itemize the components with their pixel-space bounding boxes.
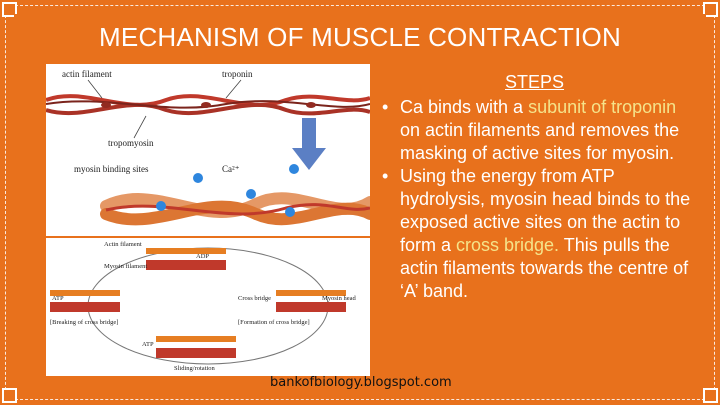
label-actin: actin filament <box>62 69 112 79</box>
calcium-ion-icon <box>246 189 256 199</box>
step2-text-end: This pulls the actin filaments towards t… <box>400 235 689 301</box>
actin-diagram-svg: actin filament troponin tropomyosin myos… <box>45 69 376 226</box>
label-actin-filament: Actin filament <box>104 241 142 248</box>
step-item: • Ca binds with a subunit of troponin on… <box>380 96 700 165</box>
cross-bridge-cycle-diagram: Actin filament Myosin filament ADP ATP [… <box>46 238 370 376</box>
label-adp: ADP <box>196 253 209 260</box>
corner-decoration <box>703 2 718 17</box>
actin-filament-lower <box>100 192 376 226</box>
slide-title: MECHANISM OF MUSCLE CONTRACTION <box>99 21 621 52</box>
label-sliding: Sliding/rotation <box>174 365 216 372</box>
step1-text-end: on actin filaments and removes the maski… <box>400 120 680 163</box>
label-myosin-filament: Myosin filament <box>104 263 147 270</box>
label-troponin: troponin <box>222 69 253 79</box>
calcium-ion-icons <box>156 164 299 217</box>
label-atp-bottom: ATP <box>142 341 154 348</box>
label-myosin-binding-sites: myosin binding sites <box>74 164 149 174</box>
step2-highlight: cross bridge. <box>456 235 560 255</box>
bullet-icon: • <box>382 97 389 117</box>
source-credit: bankofbiology.blogspot.com <box>270 375 452 390</box>
state-left <box>50 290 120 312</box>
corner-decoration <box>2 388 17 403</box>
state-top <box>146 248 226 270</box>
label-cross-bridge: Cross bridge <box>238 295 271 302</box>
corner-decoration <box>703 388 718 403</box>
step2-text: Using the energy from ATP hydrolysis, my… <box>400 166 691 255</box>
actin-filament-diagram: actin filament troponin tropomyosin myos… <box>45 64 376 236</box>
cycle-diagram-svg: Actin filament Myosin filament ADP ATP [… <box>50 241 357 372</box>
state-right <box>276 290 346 312</box>
label-myosin-head: Myosin head <box>322 295 357 302</box>
title-bar: MECHANISM OF MUSCLE CONTRACTION <box>14 14 706 60</box>
calcium-ion-icon <box>285 207 295 217</box>
label-tropomyosin: tropomyosin <box>108 138 154 148</box>
step1-text: Ca binds with a <box>400 97 529 117</box>
label-formation: [Formation of cross bridge] <box>238 319 310 326</box>
step-item: • Using the energy from ATP hydrolysis, … <box>380 165 700 303</box>
calcium-ion-icon <box>193 173 203 183</box>
bullet-icon: • <box>382 166 389 186</box>
steps-list: • Ca binds with a subunit of troponin on… <box>380 96 700 303</box>
calcium-ion-icon <box>289 164 299 174</box>
label-atp-left: ATP <box>52 295 64 302</box>
label-breaking: [Breaking of cross bridge] <box>50 319 118 326</box>
label-calcium: Ca²⁺ <box>222 164 240 174</box>
state-bottom <box>156 336 236 358</box>
actin-filament-upper <box>45 94 371 116</box>
frame-border <box>5 5 715 400</box>
corner-decoration <box>2 2 17 17</box>
steps-heading: STEPS <box>505 72 565 92</box>
calcium-ion-icon <box>156 201 166 211</box>
step1-highlight: subunit of troponin <box>528 97 677 117</box>
down-arrow-icon <box>292 118 326 170</box>
